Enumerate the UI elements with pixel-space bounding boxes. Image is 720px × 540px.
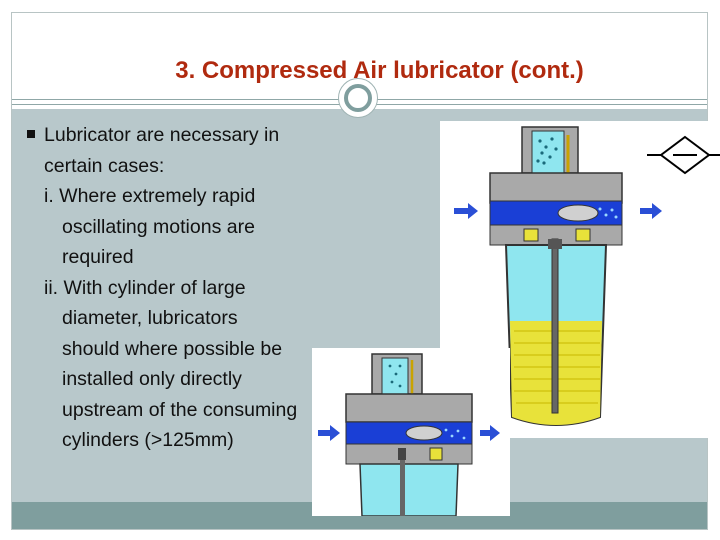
sub-item-line: installed only directly — [62, 368, 242, 390]
sub-item-line: ii. With cylinder of large — [44, 276, 246, 299]
sub-item-line: diameter, lubricators — [62, 307, 238, 329]
bullet-line: certain cases: — [44, 154, 165, 177]
sub-item-line: i. Where extremely rapid — [44, 185, 256, 207]
bullet-text-block: Lubricator are necessary in certain case… — [27, 120, 327, 456]
air-flow-arrows — [454, 203, 662, 219]
sub-item-line: cylinders (>125mm) — [62, 429, 234, 451]
slide-title: 3. Compressed Air lubricator (cont.) — [175, 57, 584, 84]
sub-item-line: should where possible be — [62, 337, 283, 360]
lubricator-diagram-large — [440, 121, 720, 438]
sub-item-line: oscillating motions are — [62, 215, 255, 238]
lubricator-symbol-icon — [647, 135, 720, 175]
bullet-square-icon — [27, 129, 35, 138]
sub-item-line: required — [62, 246, 134, 268]
title-divider-ring-icon — [338, 78, 378, 118]
bullet-line: Lubricator are necessary in — [27, 120, 327, 151]
lubricator-diagram-small — [312, 348, 510, 516]
sub-item-line: upstream of the consuming — [62, 398, 298, 421]
